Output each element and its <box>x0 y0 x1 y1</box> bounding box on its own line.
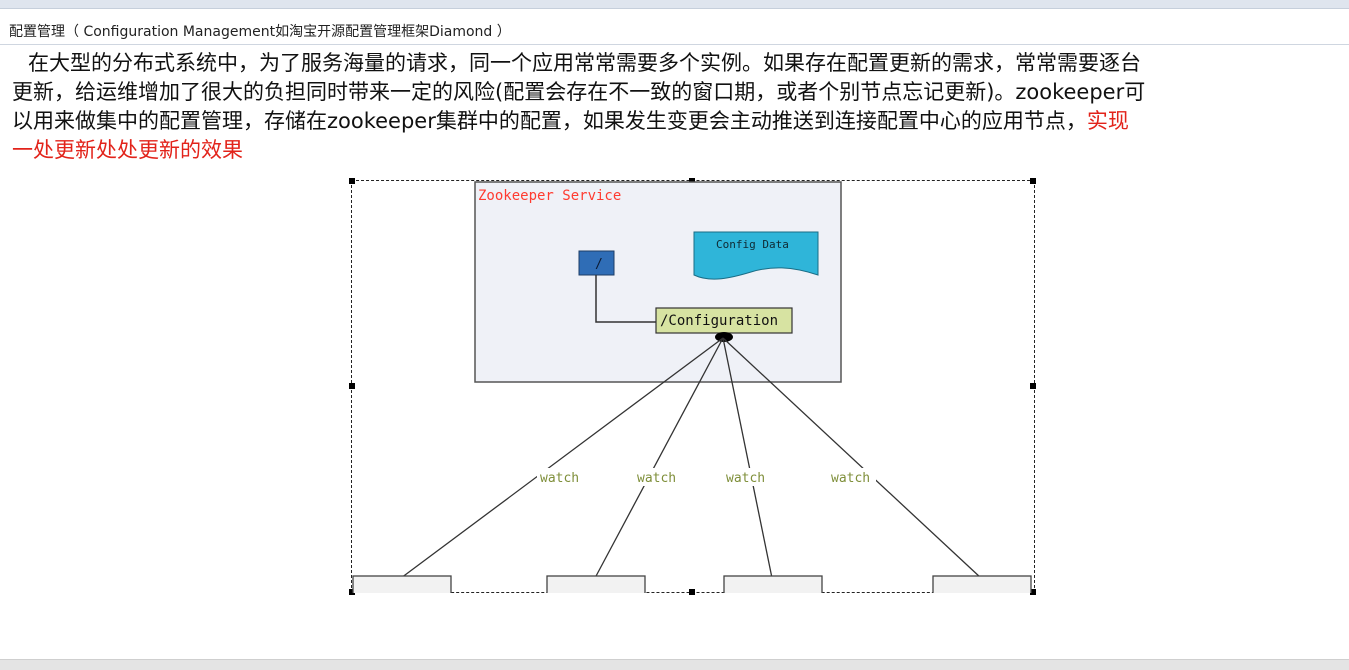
root-to-config-connector <box>595 275 656 323</box>
title-bar: 配置管理（ Configuration Management如淘宝开源配置管理框… <box>0 9 1349 45</box>
body-paragraph: 在大型的分布式系统中，为了服务海量的请求，同一个应用常常需要多个实例。如果存在配… <box>12 49 1349 165</box>
resize-handle-bottom[interactable] <box>689 589 695 595</box>
resize-handle-top-left[interactable] <box>349 178 355 184</box>
watch-label-bg-1 <box>537 468 585 486</box>
client-box-3 <box>723 575 823 593</box>
paragraph-line-3: 以用来做集中的配置管理，存储在zookeeper集群中的配置，如果发生变更会主动… <box>12 109 1129 133</box>
root-node-label: / <box>595 257 603 272</box>
highlight-text-2: 一处更新处处更新的效果 <box>12 138 243 162</box>
page-title: 配置管理（ Configuration Management如淘宝开源配置管理框… <box>9 24 511 40</box>
watch-label-bg-3 <box>723 468 771 486</box>
configuration-node <box>655 307 793 334</box>
watch-label-bg-2 <box>634 468 682 486</box>
watch-line-4 <box>722 337 982 579</box>
resize-handle-bottom-left[interactable] <box>349 589 355 595</box>
client-box-4 <box>932 575 1032 593</box>
configuration-node-label: /Configuration <box>660 313 778 329</box>
window-top-border <box>0 0 1349 9</box>
resize-handle-top-right[interactable] <box>1030 178 1036 184</box>
resize-handle-left[interactable] <box>349 383 355 389</box>
watch-label-4: watch <box>831 471 870 486</box>
zookeeper-service-label: Zookeeper Service <box>478 188 621 204</box>
watch-label-1: watch <box>540 471 579 486</box>
resize-handle-top[interactable] <box>689 178 695 184</box>
watch-line-2 <box>594 337 724 579</box>
client-box-2 <box>546 575 646 593</box>
resize-handle-right[interactable] <box>1030 383 1036 389</box>
bottom-status-strip <box>0 659 1349 670</box>
zookeeper-service-box <box>474 181 842 383</box>
paragraph-line-2: 更新，给运维增加了很大的负担同时带来一定的风险(配置会存在不一致的窗口期，或者个… <box>12 80 1146 104</box>
config-data-shape <box>693 231 819 280</box>
paragraph-line-1: 在大型的分布式系统中，为了服务海量的请求，同一个应用常常需要多个实例。如果存在配… <box>28 51 1141 75</box>
resize-handle-bottom-right[interactable] <box>1030 589 1036 595</box>
watch-label-3: watch <box>726 471 765 486</box>
watch-label-2: watch <box>637 471 676 486</box>
client-box-1 <box>352 575 452 593</box>
watch-label-bg-4 <box>828 468 876 486</box>
config-data-label: Config Data <box>716 238 789 251</box>
watch-line-3 <box>722 337 773 579</box>
zookeeper-config-diagram: Zookeeper Service / Config Data /Configu… <box>352 181 1032 593</box>
watch-line-1 <box>400 337 724 579</box>
highlight-text-1: 实现 <box>1086 109 1129 133</box>
connection-hub <box>715 332 733 342</box>
